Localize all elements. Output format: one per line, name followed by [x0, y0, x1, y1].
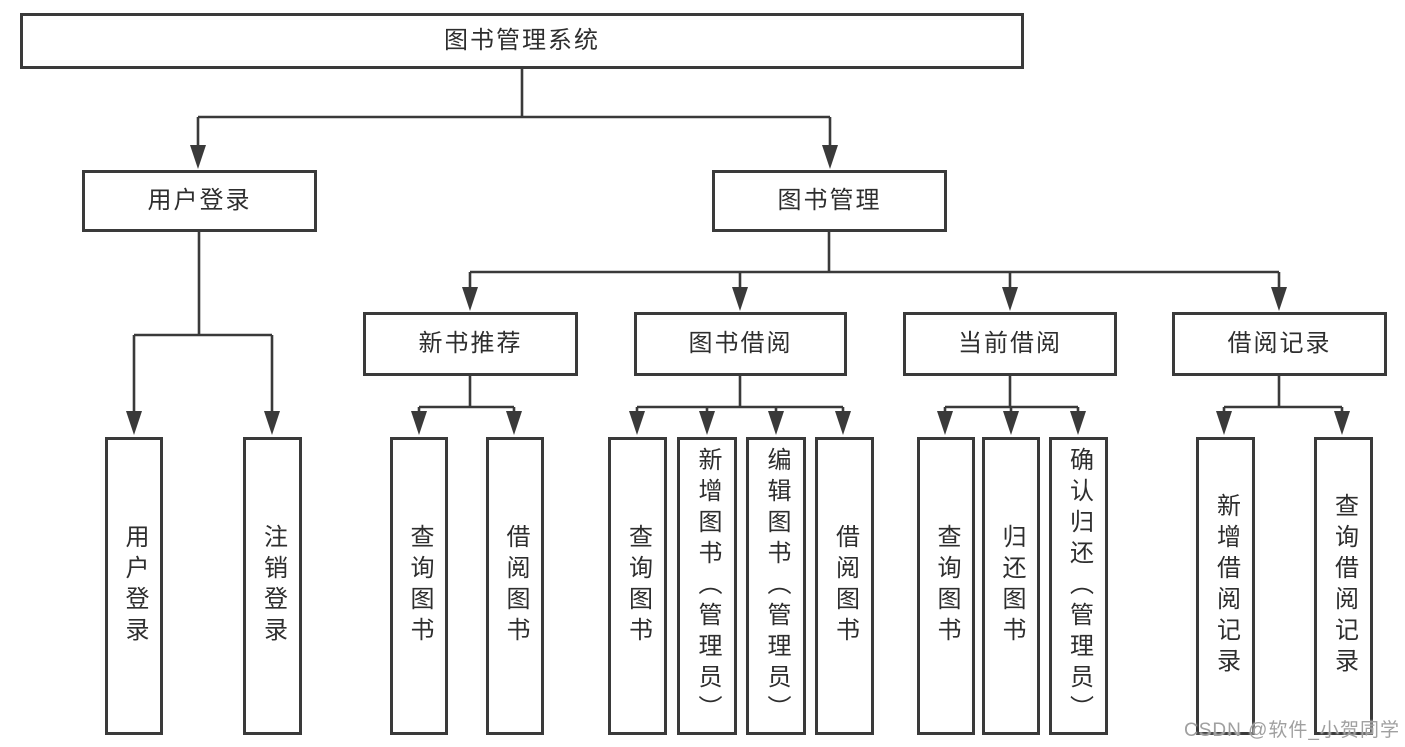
arrow-down-icon [1271, 287, 1287, 311]
node-book-management: 图书管理 [712, 170, 947, 232]
arrow-down-icon [1003, 411, 1019, 435]
leaf-borrow-books: 借阅图书 [815, 437, 874, 735]
arrow-down-icon [1334, 411, 1350, 435]
node-new-book-recommend: 新书推荐 [363, 312, 578, 376]
leaf-return-books: 归还图书 [982, 437, 1040, 735]
arrow-down-icon [835, 411, 851, 435]
csdn-watermark: CSDN @软件_小贺同学 [1184, 720, 1400, 741]
leaf-query-books-recommend: 查询图书 [390, 437, 448, 735]
leaf-user-login: 用户登录 [105, 437, 163, 735]
node-user-login: 用户登录 [82, 170, 317, 232]
leaf-add-books-admin: 新增图书（管理员） [677, 437, 737, 735]
leaf-logout-login: 注销登录 [243, 437, 302, 735]
arrow-down-icon [937, 411, 953, 435]
leaf-confirm-return-admin: 确认归还（管理员） [1049, 437, 1108, 735]
arrow-down-icon [411, 411, 427, 435]
arrow-down-icon [732, 287, 748, 311]
leaf-query-books-borrow: 查询图书 [608, 437, 667, 735]
connector-user-login [126, 232, 280, 435]
arrow-down-icon [264, 411, 280, 435]
arrow-down-icon [462, 287, 478, 311]
arrow-down-icon [699, 411, 715, 435]
arrow-down-icon [1002, 287, 1018, 311]
leaf-edit-books-admin: 编辑图书（管理员） [746, 437, 806, 735]
arrow-down-icon [629, 411, 645, 435]
leaf-borrow-books-recommend: 借阅图书 [486, 437, 544, 735]
connector-book-borrow [629, 376, 851, 435]
arrow-down-icon [506, 411, 522, 435]
connector-book-management [462, 232, 1287, 311]
node-current-borrow: 当前借阅 [903, 312, 1117, 376]
arrow-down-icon [1070, 411, 1086, 435]
node-borrow-records: 借阅记录 [1172, 312, 1387, 376]
connector-borrow-records [1216, 376, 1350, 435]
connector-current-borrow [937, 376, 1086, 435]
arrow-down-icon [190, 145, 206, 169]
node-library-management-system: 图书管理系统 [20, 13, 1024, 69]
connector-root [190, 69, 838, 169]
arrow-down-icon [822, 145, 838, 169]
leaf-query-borrow-record: 查询借阅记录 [1314, 437, 1373, 735]
arrow-down-icon [768, 411, 784, 435]
node-book-borrow: 图书借阅 [634, 312, 847, 376]
leaf-add-borrow-record: 新增借阅记录 [1196, 437, 1255, 735]
arrow-down-icon [126, 411, 142, 435]
connector-new-book-recommend [411, 376, 522, 435]
arrow-down-icon [1216, 411, 1232, 435]
leaf-query-books-current: 查询图书 [917, 437, 975, 735]
